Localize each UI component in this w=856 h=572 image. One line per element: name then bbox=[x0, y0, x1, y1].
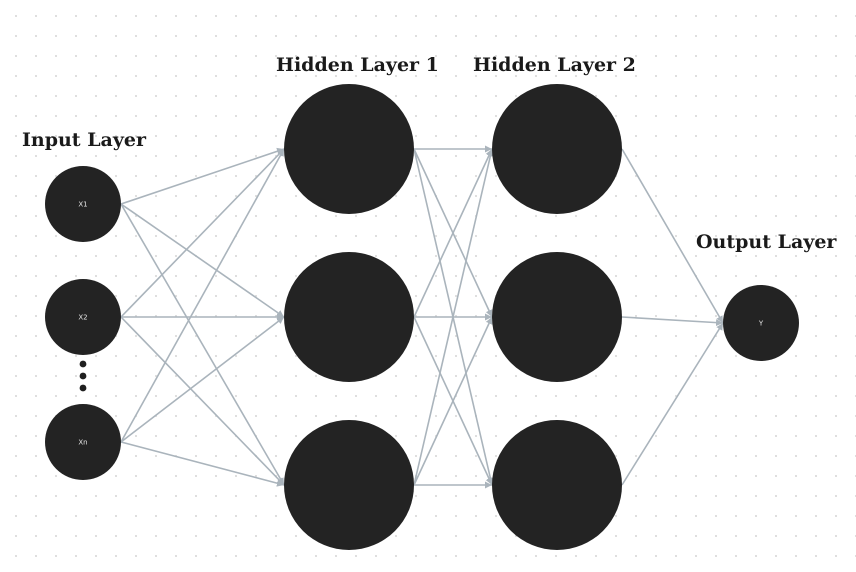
input-node-label: X1 bbox=[78, 201, 87, 209]
hidden-2-node-1 bbox=[492, 84, 622, 214]
output-node-label: Y bbox=[758, 320, 764, 328]
input-node-x2: X2 bbox=[45, 279, 121, 355]
input-node-x1: X1 bbox=[45, 166, 121, 242]
connections bbox=[120, 145, 724, 489]
hidden1-to-hidden2-connection bbox=[413, 148, 493, 318]
hidden2-to-output-connection bbox=[621, 316, 724, 327]
input-node-xn: Xn bbox=[45, 404, 121, 480]
input-to-hidden1-connection bbox=[120, 316, 285, 486]
input-to-hidden1-connection bbox=[120, 316, 285, 443]
input-to-hidden1-connection bbox=[120, 203, 285, 486]
input-node-label: Xn bbox=[78, 439, 87, 447]
input-to-hidden1-connection bbox=[120, 148, 285, 443]
hidden-layer-2-title: Hidden Layer 2 bbox=[473, 54, 636, 76]
input-node-label: X2 bbox=[78, 314, 87, 322]
hidden-1-node-1 bbox=[284, 84, 414, 214]
hidden1-to-hidden2-connection bbox=[413, 316, 493, 486]
hidden-2-node-3 bbox=[492, 420, 622, 550]
hidden-2-node-2 bbox=[492, 252, 622, 382]
input-to-hidden1-connection bbox=[120, 203, 285, 318]
ellipsis-dots bbox=[79, 360, 87, 392]
output-node-y: Y bbox=[723, 285, 799, 361]
hidden-1-node-2 bbox=[284, 252, 414, 382]
hidden2-to-output-connection bbox=[621, 148, 724, 324]
output-layer-title: Output Layer bbox=[696, 231, 837, 253]
input-to-hidden1-connection bbox=[120, 147, 285, 205]
hidden1-to-hidden2-connection bbox=[413, 148, 494, 486]
hidden-1-node-3 bbox=[284, 420, 414, 550]
input-to-hidden1-connection bbox=[120, 441, 285, 487]
hidden-layer-1-title: Hidden Layer 1 bbox=[276, 54, 439, 76]
input-layer-title: Input Layer bbox=[22, 129, 147, 151]
hidden2-to-output-connection bbox=[621, 322, 724, 486]
input-to-hidden1-connection bbox=[120, 148, 285, 318]
